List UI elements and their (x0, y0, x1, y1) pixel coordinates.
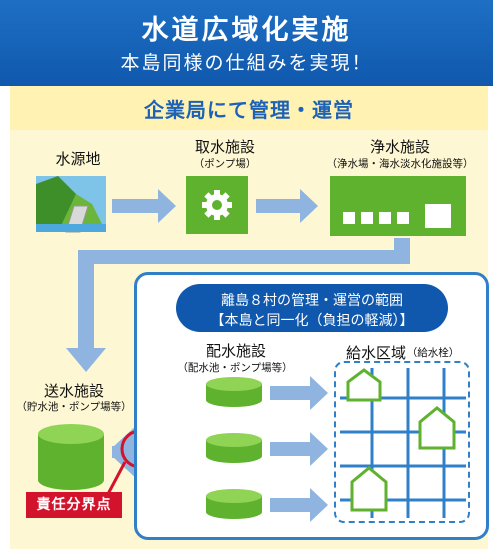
page-title: 水道広域化実施 (141, 15, 352, 46)
transmission-label: 送水施設 (43, 382, 104, 400)
arrow-intake-purification (256, 189, 318, 223)
dam-icon (36, 176, 106, 233)
utility-title: 企業局にて管理・運営 (144, 98, 354, 122)
responsibility-boundary-badge: 責任分界点 (26, 492, 122, 518)
purification-plant-icon (330, 176, 466, 236)
transmission-sub: （貯水池・ポンプ場等） (16, 401, 132, 413)
supply-sub: （給水栓） (406, 347, 460, 359)
gear-icon (202, 190, 232, 220)
purification-sub: （浄水場・海水淡水化施設等） (326, 158, 474, 170)
supply-zone (334, 361, 470, 523)
arrow-purification-transmission (66, 238, 410, 372)
distribution-sub: （配水池・ポンプ場等） (177, 362, 293, 374)
intake-sub: （ポンプ場） (193, 158, 257, 170)
transmission-tank-icon (38, 424, 104, 490)
purification-label: 浄水施設 (369, 138, 430, 156)
distribution-label: 配水施設 (205, 342, 266, 360)
scope-note: 【本島と同一化（負担の軽減）】 (210, 313, 414, 329)
page-subtitle: 本島同様の仕組みを実現！ (120, 52, 373, 74)
header-banner (0, 0, 493, 86)
source-label: 水源地 (55, 150, 101, 168)
scope-pill: 離島８村の管理・運営の範囲 【本島と同一化（負担の軽減）】 (176, 284, 448, 332)
scope-title: 離島８村の管理・運営の範囲 (221, 293, 403, 309)
boundary-connector (106, 461, 127, 495)
utility-band (10, 86, 488, 130)
intake-label: 取水施設 (194, 138, 255, 156)
arrow-source-intake (112, 189, 176, 223)
supply-label: 給水区域 (345, 344, 406, 362)
